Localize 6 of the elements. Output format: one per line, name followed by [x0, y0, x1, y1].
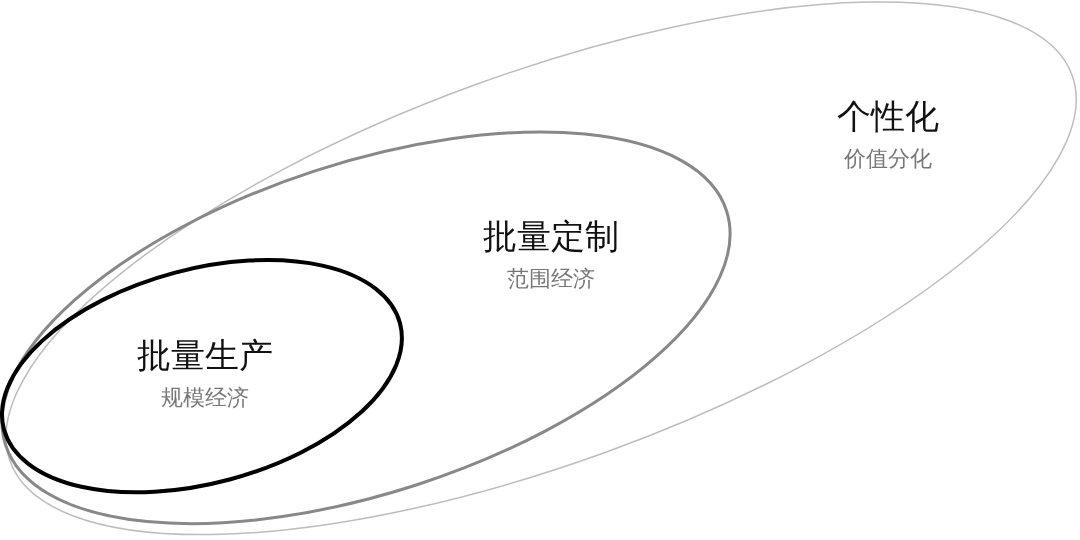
stage-subtitle: 规模经济 — [159, 384, 250, 412]
stage-title: 个性化 — [836, 96, 940, 137]
stage-title: 批量定制 — [481, 215, 620, 257]
stage-title: 批量生产 — [135, 334, 274, 376]
stage-subtitle: 范围经济 — [505, 265, 596, 293]
stage-subtitle: 价值分化 — [843, 146, 933, 173]
